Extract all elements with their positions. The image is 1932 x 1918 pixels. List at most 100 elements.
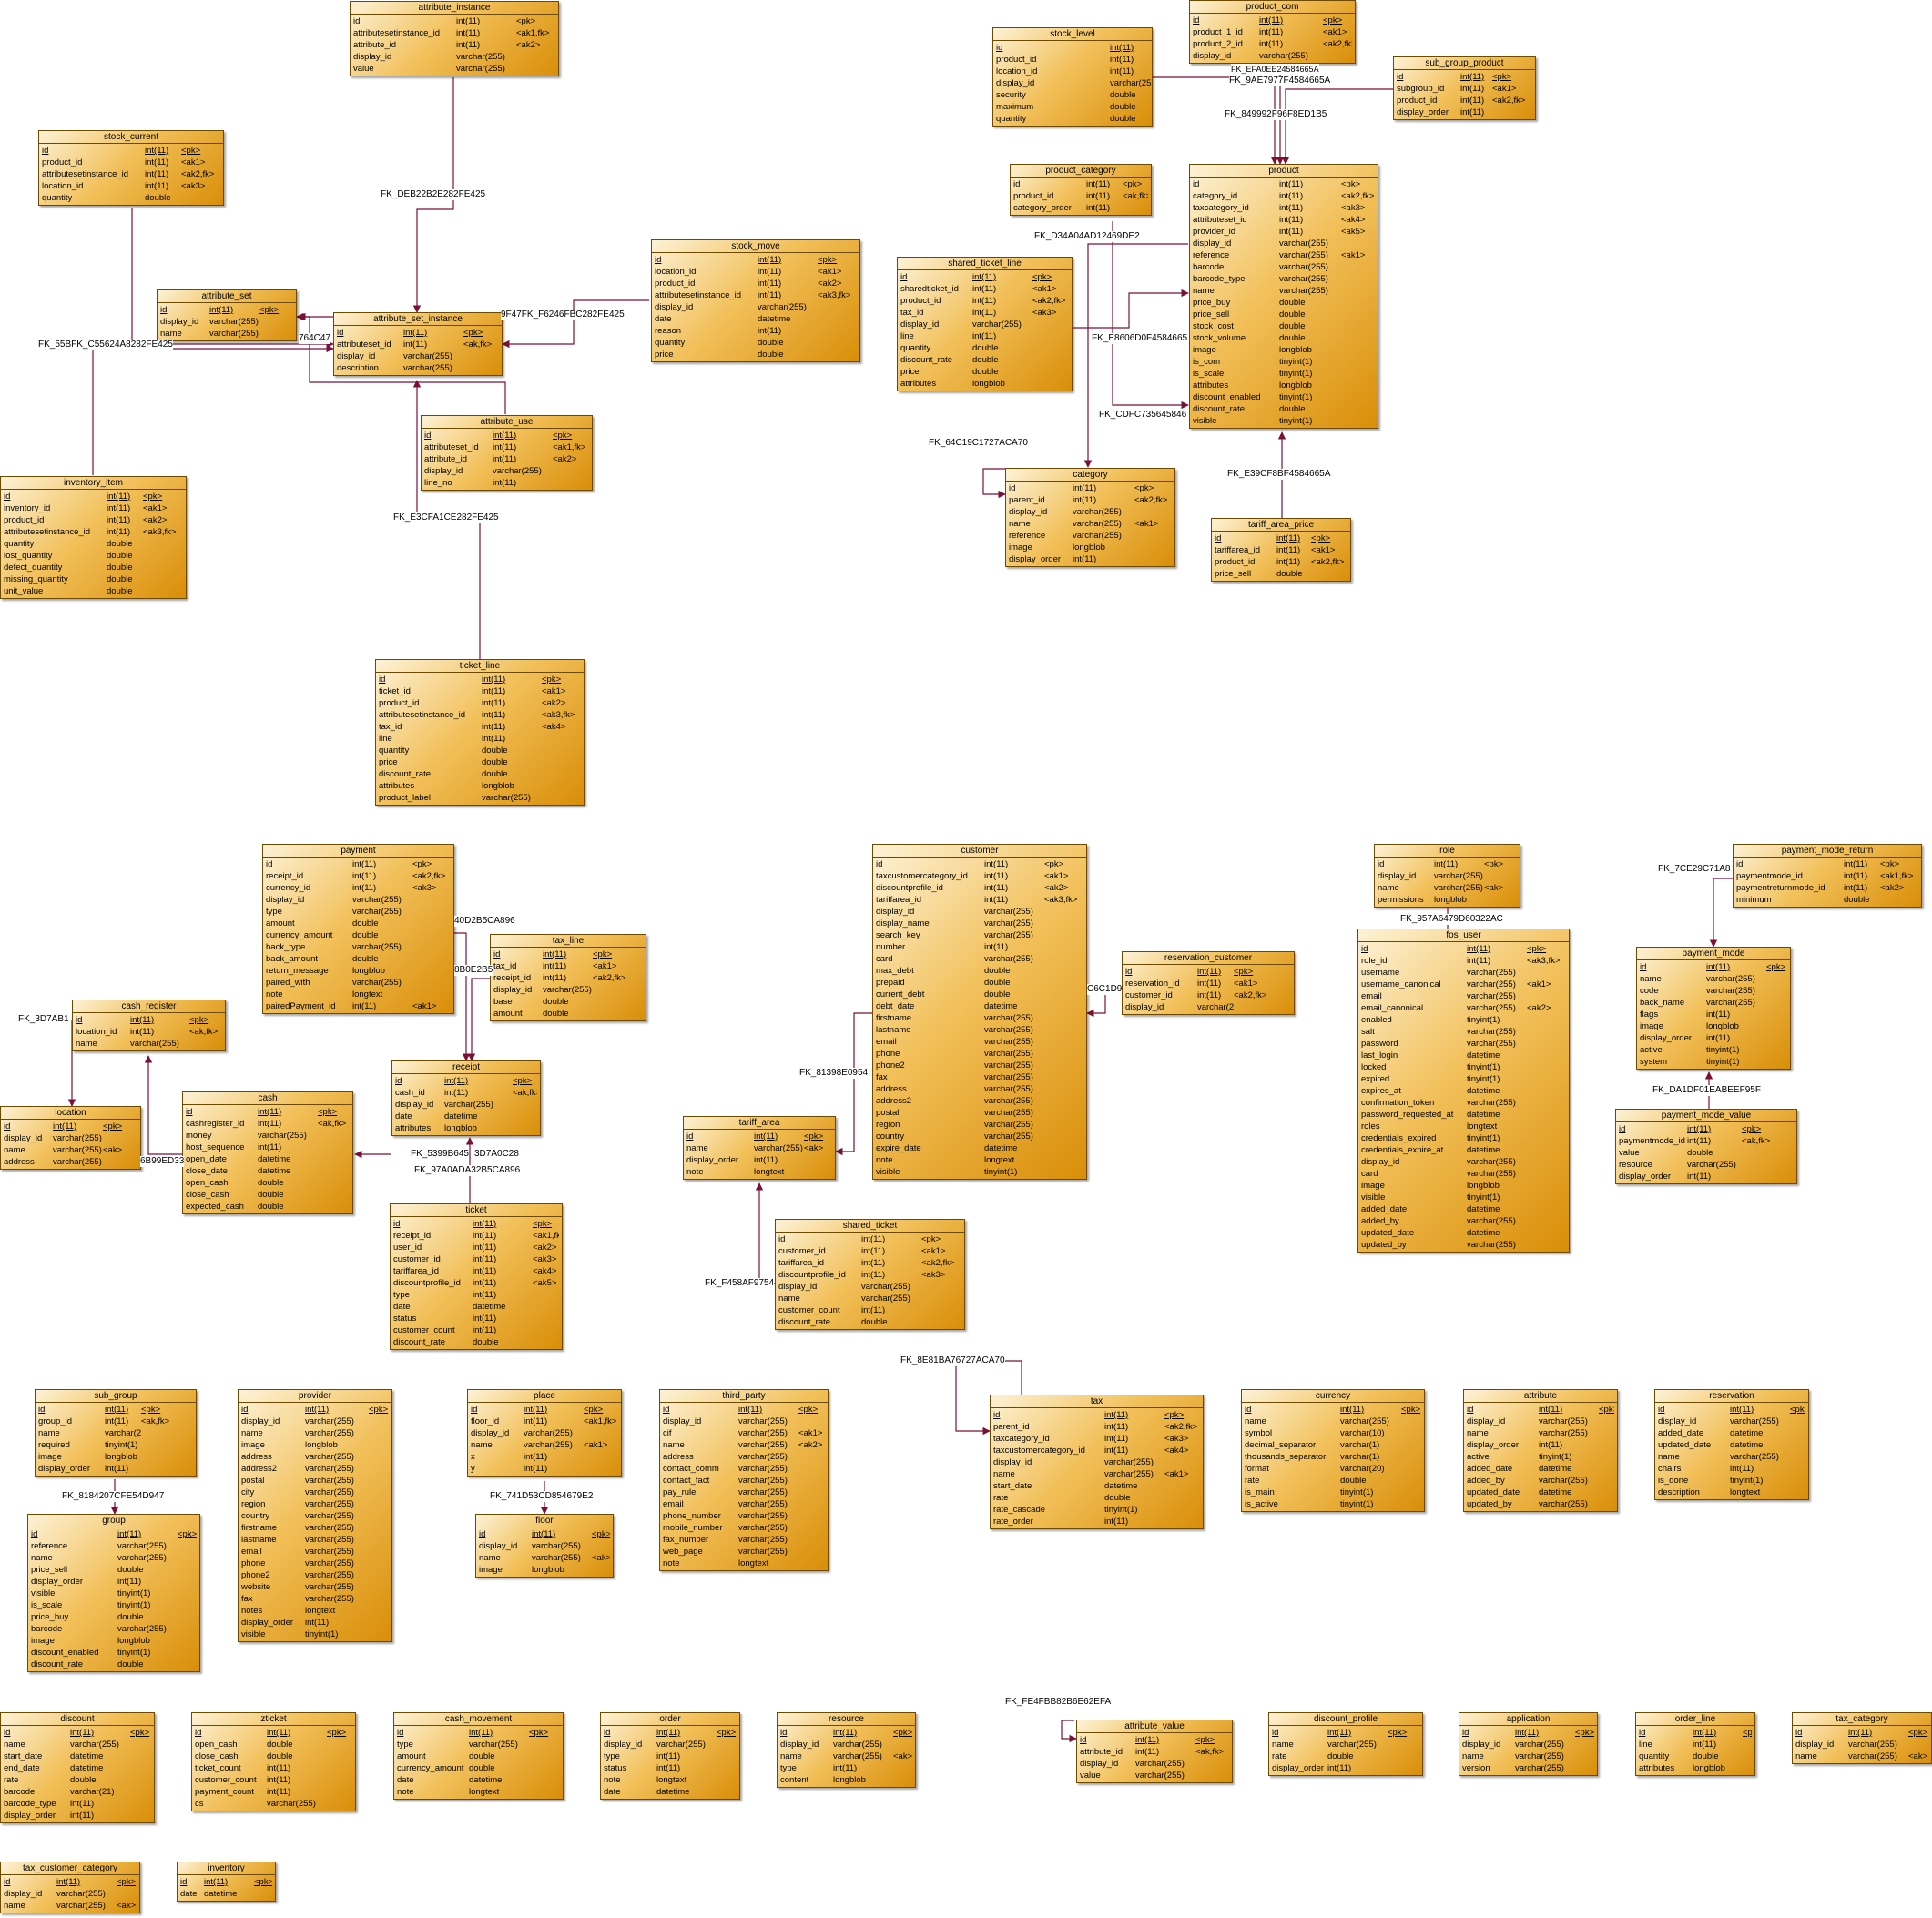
column-key (1044, 1107, 1083, 1119)
table-title: order_line (1636, 1713, 1754, 1726)
column-key (584, 1451, 618, 1463)
column-type: varchar(255) (1467, 968, 1516, 978)
column-type: varchar(255) (117, 1553, 167, 1563)
table-attribute[interactable]: attributeidint(11)<pk>display_idvarchar(… (1463, 1389, 1618, 1512)
column-name: country (241, 1511, 270, 1521)
fk-line (298, 312, 506, 414)
column-key: <ak1> (1492, 84, 1517, 94)
column-key (1123, 202, 1148, 214)
fk-label: FK_741D53CD854679E2 (490, 1491, 594, 1502)
column-key (542, 745, 581, 756)
table-title: tariff_area (684, 1117, 835, 1130)
column-name: id (686, 1132, 694, 1142)
column-type: longblob (1279, 345, 1312, 355)
column-name: missing_quantity (4, 574, 68, 584)
table-reservation[interactable]: reservationidint(11)<pk>display_idvarcha… (1654, 1389, 1809, 1500)
column-key (178, 1540, 197, 1552)
column-name: discount_rate (900, 355, 953, 365)
column-name: security (996, 90, 1026, 100)
column-name: display_id (655, 302, 694, 312)
column-type: longblob (1073, 543, 1105, 553)
column-type: int(11) (1086, 203, 1111, 213)
column-name: id (42, 146, 49, 156)
column-type: longtext (352, 989, 383, 1000)
column-name: subgroup_id (1397, 84, 1445, 94)
column-type: varchar(255) (305, 1594, 354, 1604)
column-key (1527, 1192, 1566, 1203)
column-name: image (479, 1565, 503, 1575)
column-key (1044, 1000, 1083, 1012)
column-key (584, 1427, 618, 1439)
table-order-line[interactable]: order_lineidint(11)<pk>lineint(11)quanti… (1635, 1712, 1755, 1776)
table-title: category (1006, 469, 1174, 482)
column-name: id (1272, 1728, 1279, 1738)
column-type: int(11) (984, 895, 1009, 905)
column-name: cif (663, 1428, 672, 1438)
column-key: <ak1> (412, 1001, 437, 1011)
column-key (1032, 342, 1069, 354)
fk-line (467, 978, 490, 1061)
column-key (717, 1762, 737, 1774)
column-key (318, 1153, 350, 1165)
column-name: display_id (337, 351, 376, 361)
column-key: <pk> (1234, 967, 1254, 977)
table-stock-level[interactable]: stock_levelidint(11)<pk>product_idint(11… (992, 27, 1153, 127)
column-name: cs (195, 1799, 204, 1809)
